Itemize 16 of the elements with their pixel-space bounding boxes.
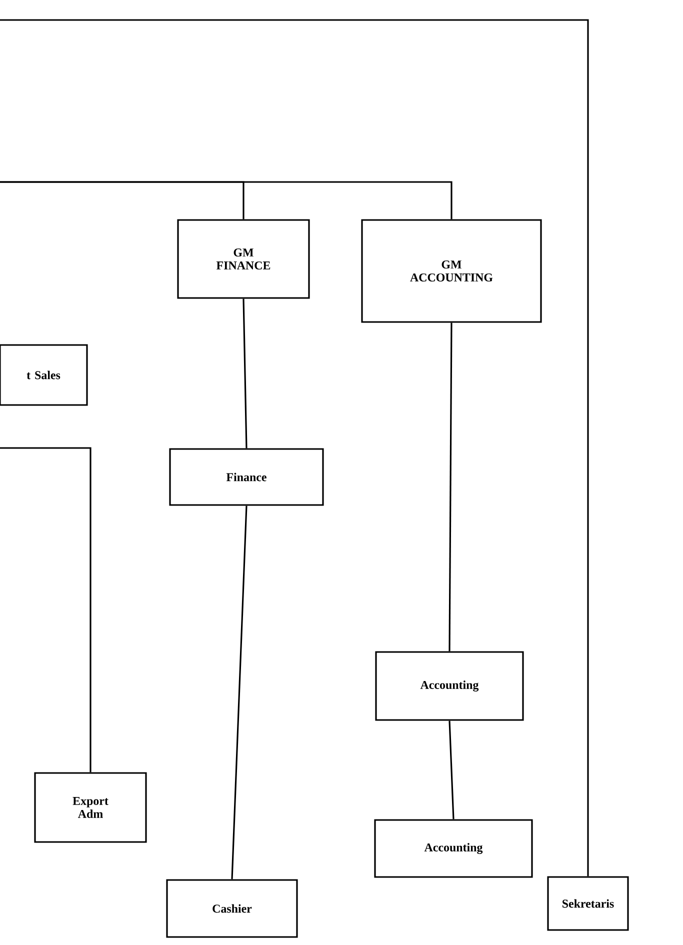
org-box: GM FINANCE: [177, 219, 310, 299]
connector-line: [0, 19, 589, 876]
org-box: t Sales: [0, 344, 88, 406]
org-box: Sekretaris: [547, 876, 629, 931]
connector-line: [448, 322, 452, 652]
org-box: Export Adm: [34, 772, 147, 843]
org-box: Cashier: [166, 879, 298, 938]
connector-line: [242, 298, 248, 448]
connector-line: [231, 506, 248, 880]
org-box: GM ACCOUNTING: [361, 219, 542, 323]
connector-line: [448, 720, 454, 820]
org-box: Accounting: [375, 651, 524, 721]
org-box: Accounting: [374, 819, 533, 878]
connector-line: [0, 181, 452, 220]
connector-line: [0, 447, 92, 772]
org-box: Finance: [169, 448, 324, 506]
